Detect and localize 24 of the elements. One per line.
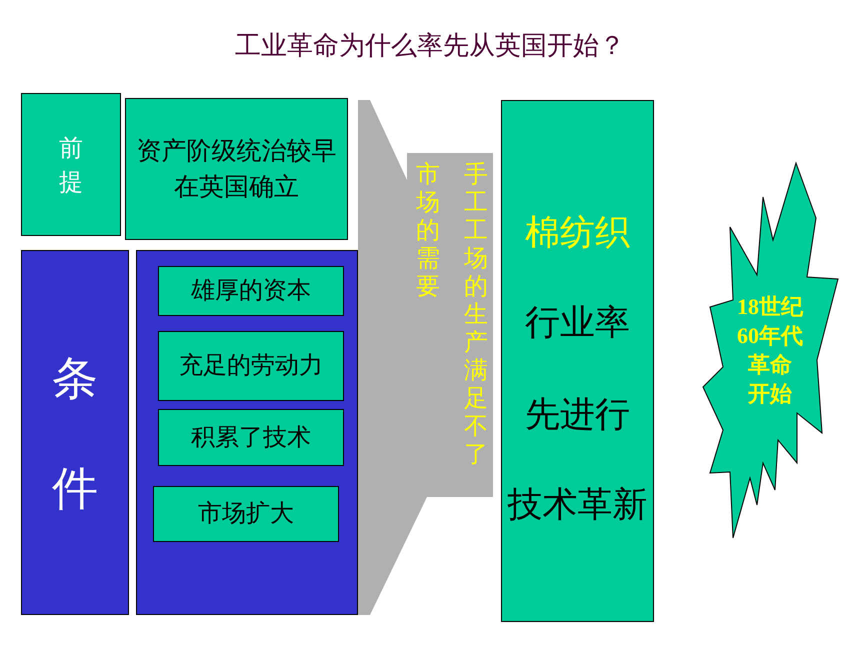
process-box: [158, 409, 344, 466]
box-label: 充足的劳动力: [179, 350, 323, 382]
condition-box: [21, 250, 129, 615]
burst-text: 18世纪60年代: [736, 293, 804, 350]
box-label: 雄厚的资本: [191, 275, 311, 306]
title: 工业革命为什么率先从英国开始？: [234, 30, 626, 63]
process-box: [125, 98, 348, 240]
burst-text: 革命开始: [746, 351, 793, 408]
box-label: 市场扩大: [198, 498, 294, 530]
process-box: [158, 266, 344, 316]
result-text: 技术革新: [506, 484, 648, 527]
box-label: 前提: [59, 132, 83, 198]
result-text: 行业率: [524, 302, 631, 345]
process-box: [158, 331, 344, 401]
result-box: [501, 100, 654, 622]
result-text: 先进行: [524, 394, 631, 437]
box-label: 条件: [52, 350, 98, 516]
box-label: 资产阶级统治较早在英国确立: [136, 135, 338, 203]
condition-panel: [136, 250, 358, 615]
result-text: 棉纺织: [524, 212, 631, 255]
box-label: 积累了技术: [191, 422, 311, 453]
callout-text: 手工工场的生产满足不了市场的需要: [416, 160, 488, 468]
process-box: [153, 486, 339, 542]
premise-box: [21, 93, 121, 236]
